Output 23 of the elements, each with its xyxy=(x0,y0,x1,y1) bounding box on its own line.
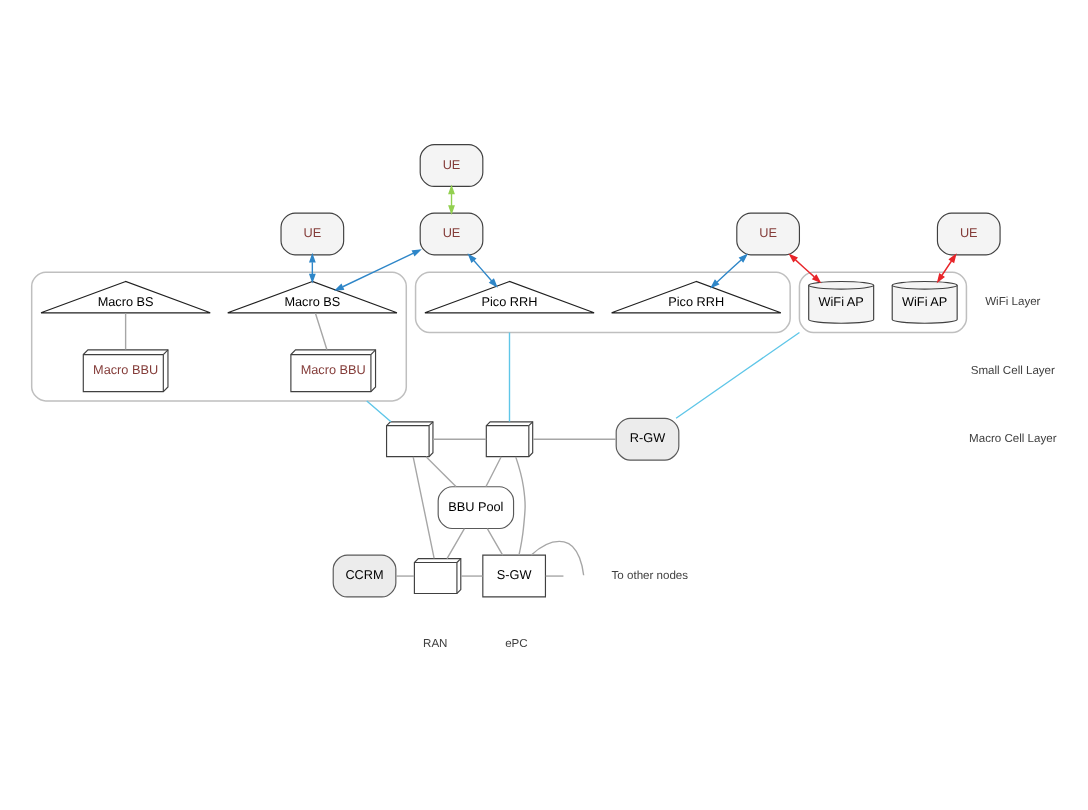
arrow xyxy=(467,253,498,288)
connector xyxy=(366,400,392,423)
arrow xyxy=(710,253,749,289)
connector xyxy=(485,456,502,488)
connector xyxy=(675,331,801,419)
connector xyxy=(314,312,328,351)
connector xyxy=(395,575,415,577)
arrow xyxy=(788,253,822,284)
connector xyxy=(460,575,484,577)
connector xyxy=(508,331,511,423)
connector xyxy=(486,527,504,556)
connector xyxy=(530,540,585,576)
connector xyxy=(532,438,617,440)
connector xyxy=(446,527,466,560)
connector xyxy=(412,456,435,559)
connector xyxy=(124,312,127,351)
connector xyxy=(432,438,487,440)
arrow xyxy=(334,249,422,291)
cluster xyxy=(414,271,791,334)
connector xyxy=(515,456,526,556)
connector xyxy=(545,575,565,577)
arrow xyxy=(936,253,957,284)
connector xyxy=(425,456,457,488)
